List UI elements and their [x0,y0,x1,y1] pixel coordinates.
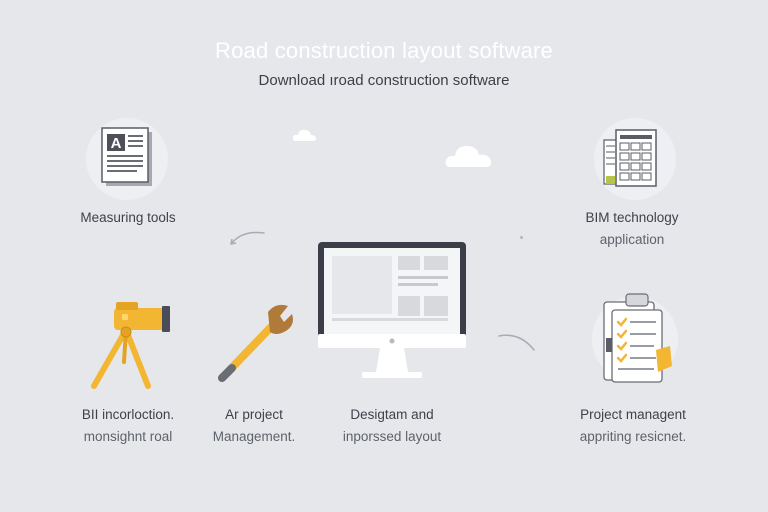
cloud-icon [292,129,316,141]
item-line1: BII incorloction. [81,407,175,422]
cloud-icon [445,146,492,167]
item-line2: inporssed layout [342,429,442,444]
item-line1: Measuring tools [80,210,176,225]
item-line2: Management. [212,429,296,444]
svg-text:A: A [111,135,122,152]
ar-project-label: Ar project Management. [178,404,330,448]
wrench-icon [218,304,293,382]
design-layout-label: Desigtam and inporssed layout [312,404,472,448]
item-line2: monsighnt roal [83,429,173,444]
swoosh-decoration [230,231,265,245]
item-line1: Ar project [225,407,283,422]
item-line1: Project managent [580,407,686,422]
document-icon: A [101,127,152,186]
project-management-label: Project managent appriting resicnet. [552,404,714,448]
bim-technology-label: BIM technology application [552,207,712,251]
item-line1: BIM technology [585,210,679,225]
swoosh-decoration [498,334,535,351]
measuring-tools-label: Measuring tools [48,207,208,229]
bii-incorloction-label: BII incorloction. monsighnt roal [48,404,208,448]
surveying-tripod-icon [91,302,170,389]
item-line2: application [599,232,665,247]
page-title: Road construction layout software [215,38,553,63]
page-subtitle: Download ıroad construction software [258,72,510,89]
item-line2: appriting resicnet. [579,429,687,444]
clipboard-checklist-icon [603,293,672,383]
dot-decoration [520,236,523,239]
item-line1: Desigtam and [350,407,434,422]
blueprint-icon [603,129,657,187]
monitor-icon [318,242,466,378]
